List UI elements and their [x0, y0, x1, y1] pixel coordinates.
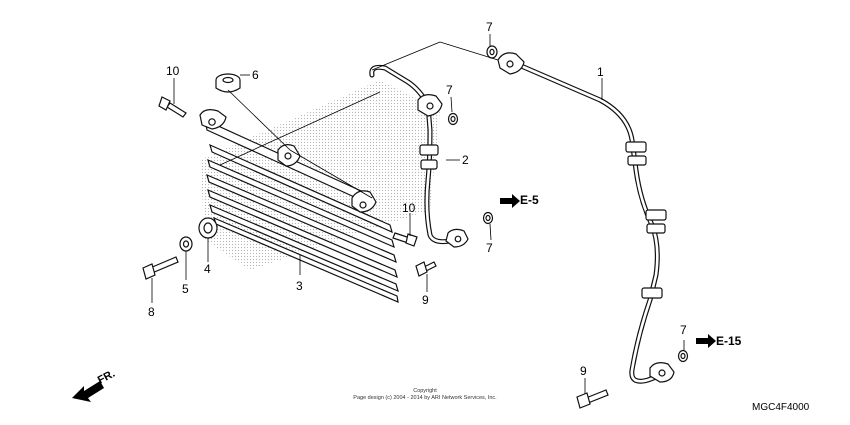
washer[interactable] — [179, 236, 193, 252]
bolt-10-right[interactable] — [392, 232, 418, 247]
callout-10b: 10 — [402, 201, 416, 215]
oil-cooler[interactable] — [199, 109, 399, 303]
bolt-10-left[interactable] — [158, 96, 187, 118]
cooler-fins — [206, 143, 399, 303]
callout-2: 2 — [462, 153, 469, 167]
o-ring-7a[interactable] — [486, 45, 498, 59]
front-label: FR. — [96, 368, 117, 387]
callout-5: 5 — [182, 282, 189, 296]
callout-7b: 7 — [446, 83, 453, 97]
oil-pipe-1[interactable] — [497, 52, 675, 384]
ref-e5-label: E-5 — [520, 193, 539, 207]
ref-e15-label: E-15 — [716, 334, 742, 348]
bolt-8[interactable] — [142, 256, 179, 280]
copyright-line-2: Page design (c) 2004 - 2014 by ARI Netwo… — [353, 395, 497, 401]
bolt-9-center[interactable] — [415, 261, 437, 277]
front-direction: FR. — [72, 368, 117, 402]
callout-7c: 7 — [486, 241, 493, 255]
callout-9a: 9 — [422, 293, 429, 307]
o-ring-7c[interactable] — [482, 211, 494, 225]
callout-7d: 7 — [680, 323, 687, 337]
ref-e15-arrow-icon — [696, 334, 716, 348]
ref-e5[interactable]: E-5 — [500, 193, 539, 208]
diagram-code: MGC4F4000 — [752, 402, 810, 413]
callouts: 1 2 3 4 5 6 7 7 7 7 8 9 9 10 10 — [148, 20, 687, 378]
callout-8: 8 — [148, 305, 155, 319]
grommet[interactable] — [215, 73, 241, 93]
o-ring-7d[interactable] — [677, 349, 689, 363]
o-ring-7b[interactable] — [447, 112, 459, 126]
callout-3: 3 — [296, 279, 303, 293]
callout-7a: 7 — [486, 20, 493, 34]
ref-e15[interactable]: E-15 — [696, 334, 742, 348]
callout-4: 4 — [204, 262, 211, 276]
leader-lines — [151, 34, 685, 394]
oil-pipe-2[interactable] — [369, 64, 469, 248]
callout-10a: 10 — [166, 64, 180, 78]
ref-e5-arrow-icon — [500, 194, 520, 208]
cooler-tab-right — [351, 190, 377, 213]
copyright-line-1: Copyright — [413, 388, 437, 394]
callout-6: 6 — [252, 68, 259, 82]
front-arrow-icon — [72, 381, 104, 402]
callout-1: 1 — [597, 65, 604, 79]
callout-9b: 9 — [580, 364, 587, 378]
collar[interactable] — [198, 217, 218, 239]
copyright-notice: Copyright Page design (c) 2004 - 2014 by… — [300, 388, 550, 402]
bolt-9-lower[interactable] — [576, 389, 609, 409]
